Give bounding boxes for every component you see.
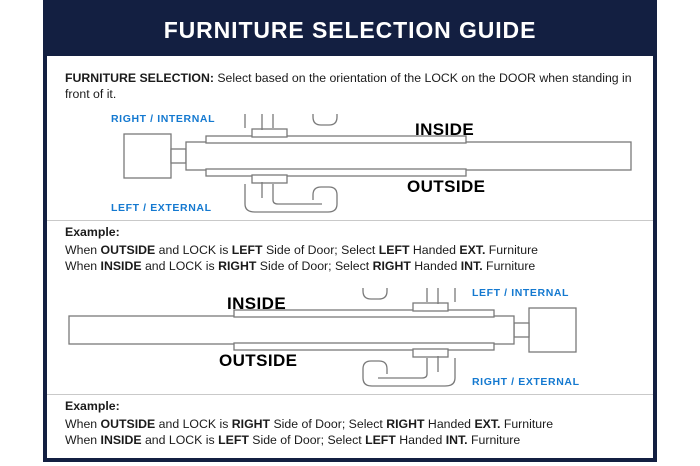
t: and LOCK is xyxy=(155,242,232,257)
example-1-line-2: When INSIDE and LOCK is RIGHT Side of Do… xyxy=(65,258,645,275)
section-divider-1 xyxy=(47,220,653,221)
faceplate-inside-1 xyxy=(205,135,467,144)
door-leaf-2 xyxy=(68,315,515,345)
handle-inside-inner-1 xyxy=(272,114,274,128)
t: Handed xyxy=(410,259,461,273)
example-1-line-1: When OUTSIDE and LOCK is LEFT Side of Do… xyxy=(65,242,645,259)
t: LEFT xyxy=(378,242,410,257)
t: Side of Door; Select xyxy=(256,259,373,273)
label-inside-1: INSIDE xyxy=(415,120,475,139)
t: OUTSIDE xyxy=(100,416,156,431)
t: RIGHT xyxy=(372,259,411,273)
t: When xyxy=(65,416,101,431)
example-2-line-2: When INSIDE and LOCK is LEFT Side of Doo… xyxy=(65,432,645,449)
t: Furniture xyxy=(500,416,554,431)
intro-label: FURNITURE SELECTION: xyxy=(65,71,214,85)
door-diagram-left-lock: RIGHT / INTERNAL LEFT / EXTERNAL INSIDE … xyxy=(47,113,653,218)
t: and LOCK is xyxy=(141,259,219,273)
t: When xyxy=(65,259,101,273)
example-1-heading: Example: xyxy=(65,225,120,239)
intro-body: Select based on the orientation of the L… xyxy=(65,71,632,101)
example-block-1: Example: When OUTSIDE and LOCK is LEFT S… xyxy=(65,224,645,275)
rose-upper-1 xyxy=(251,128,288,138)
guide-body: FURNITURE SELECTION: Select based on the… xyxy=(47,56,653,458)
faceplate-inside-2 xyxy=(233,309,495,318)
t: Furniture xyxy=(467,433,521,447)
furniture-selection-guide-frame: FURNITURE SELECTION GUIDE FURNITURE SELE… xyxy=(43,0,657,462)
t: RIGHT xyxy=(231,416,271,431)
handle-inside-inner-2 xyxy=(426,288,428,302)
lock-connector-2 xyxy=(513,322,530,338)
t: Furniture xyxy=(482,259,536,273)
t: LEFT xyxy=(218,433,249,447)
t: RIGHT xyxy=(218,259,257,273)
example-2-heading: Example: xyxy=(65,399,120,413)
t: Side of Door; Select xyxy=(248,433,366,447)
t: OUTSIDE xyxy=(100,242,156,257)
label-outside-1: OUTSIDE xyxy=(407,177,486,196)
handle-outside-2 xyxy=(362,358,456,387)
label-inside-2: INSIDE xyxy=(227,294,287,313)
lock-cylinder-box-1 xyxy=(123,133,172,179)
handle-outside-1 xyxy=(244,184,338,213)
label-right-internal-1: RIGHT / INTERNAL xyxy=(111,113,216,125)
t: Furniture xyxy=(485,242,538,257)
t: Handed xyxy=(395,433,446,447)
door-leaf-1 xyxy=(185,141,632,171)
rose-lower-2 xyxy=(412,348,449,358)
handle-inside-2 xyxy=(362,288,456,302)
t: INSIDE xyxy=(100,259,142,273)
t: RIGHT xyxy=(386,416,425,431)
door-diagram-1-svg xyxy=(123,114,632,213)
door-diagram-2-svg xyxy=(68,288,577,387)
rose-upper-2 xyxy=(412,302,449,312)
t: LEFT xyxy=(231,242,263,257)
faceplate-outside-1 xyxy=(205,168,467,177)
handle-outside-inner-2 xyxy=(378,358,428,379)
rose-lower-1 xyxy=(251,174,288,184)
t: INT. xyxy=(445,433,468,447)
label-left-external-1: LEFT / EXTERNAL xyxy=(111,202,212,214)
handle-inside-1 xyxy=(244,114,338,128)
guide-header: FURNITURE SELECTION GUIDE xyxy=(47,4,653,56)
intro-text: FURNITURE SELECTION: Select based on the… xyxy=(65,70,639,102)
t: Side of Door; Select xyxy=(270,416,387,431)
example-block-2: Example: When OUTSIDE and LOCK is RIGHT … xyxy=(65,398,645,449)
label-left-internal-2: LEFT / INTERNAL xyxy=(472,287,570,299)
t: and LOCK is xyxy=(141,433,219,447)
page-title: FURNITURE SELECTION GUIDE xyxy=(163,16,537,43)
t: INSIDE xyxy=(100,433,142,447)
t: and LOCK is xyxy=(155,416,232,431)
t: When xyxy=(65,242,101,257)
example-2-line-1: When OUTSIDE and LOCK is RIGHT Side of D… xyxy=(65,416,645,433)
label-outside-2: OUTSIDE xyxy=(219,351,298,370)
section-divider-2 xyxy=(47,394,653,395)
lock-cylinder-box-2 xyxy=(528,307,577,353)
faceplate-outside-2 xyxy=(233,342,495,351)
t: EXT. xyxy=(459,242,486,257)
t: Handed xyxy=(424,416,475,431)
label-right-external-2: RIGHT / EXTERNAL xyxy=(472,376,580,388)
lock-connector-1 xyxy=(170,148,187,164)
t: LEFT xyxy=(365,433,396,447)
t: Handed xyxy=(409,242,460,257)
door-diagram-right-lock: LEFT / INTERNAL RIGHT / EXTERNAL INSIDE … xyxy=(47,287,653,392)
handle-outside-inner-1 xyxy=(272,184,322,205)
t: Side of Door; Select xyxy=(262,242,379,257)
t: EXT. xyxy=(474,416,501,431)
t: INT. xyxy=(460,259,483,273)
t: When xyxy=(65,433,101,447)
